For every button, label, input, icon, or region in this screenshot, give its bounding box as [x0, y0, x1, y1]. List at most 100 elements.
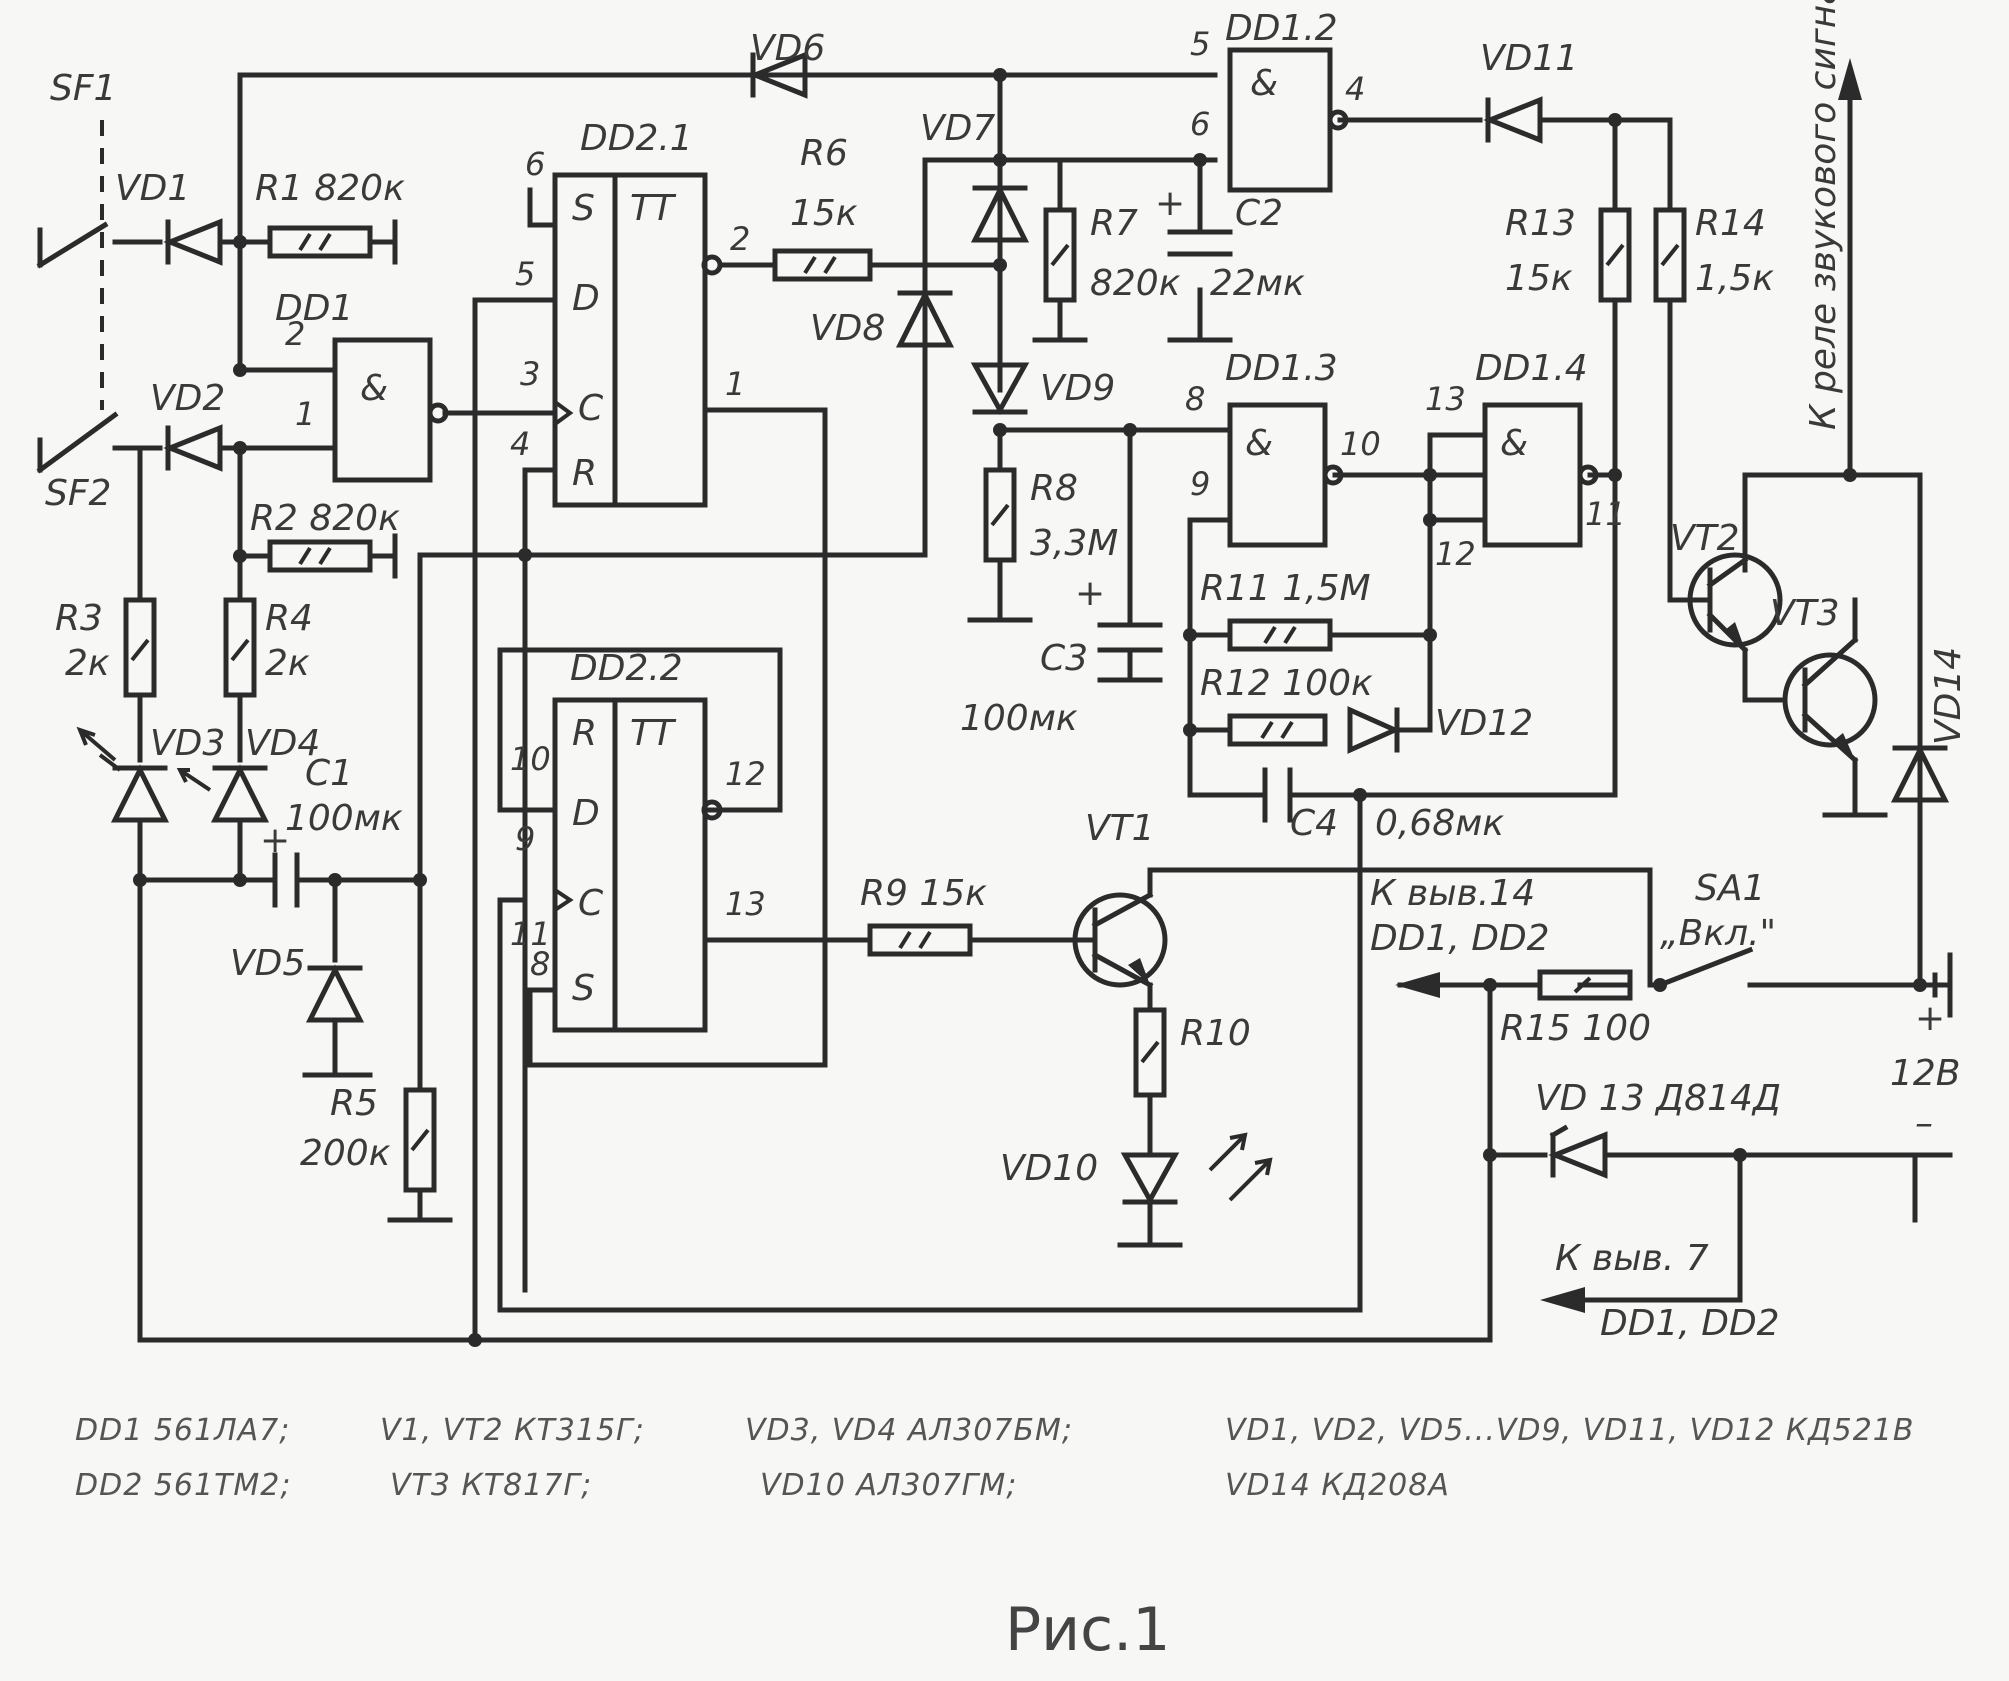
component-labels: SF1 SF2 VD1 R1 820к VD2 R2 820к R3 2к R4…: [45, 0, 1969, 1344]
label-dd1-and: &: [360, 368, 388, 409]
dd22-tt: TT: [630, 713, 677, 754]
label-dd13: DD1.3: [1225, 348, 1338, 389]
label-r11: R11 1,5М: [1200, 568, 1371, 609]
label-dd21: DD2.1: [580, 118, 693, 159]
diode-vd7: [970, 184, 1030, 243]
resistor-r6: [772, 248, 873, 282]
battery-terminal: [1932, 952, 1953, 1018]
label-r7: R7: [1090, 203, 1138, 244]
label-c3-value: 100мк: [960, 698, 1078, 739]
label-r15: R15 100: [1500, 1008, 1651, 1049]
transistor-vt1: [1072, 892, 1168, 988]
pin-dd21-2: 2: [730, 220, 750, 258]
diode-vd2: [163, 424, 223, 472]
led-vd4: [210, 764, 270, 823]
label-sa1: SA1: [1695, 868, 1765, 909]
pin-dd12-6: 6: [1190, 105, 1210, 143]
resistor-r8: [983, 467, 1017, 563]
label-r7-value: 820к: [1090, 263, 1181, 304]
pin-dd22-10: 10: [510, 740, 551, 778]
resistor-r7: [1043, 207, 1077, 303]
label-vd14: VD14: [1928, 647, 1969, 745]
capacitor-c2: [1167, 229, 1233, 257]
label-dd1: DD1: [275, 288, 353, 329]
label-sf1: SF1: [50, 68, 116, 109]
label-vt1: VT1: [1085, 808, 1155, 849]
label-vt2: VT2: [1670, 518, 1740, 559]
transistor-vt2: [1687, 552, 1783, 648]
pin-dd1-1: 1: [295, 395, 315, 433]
label-dd22: DD2.2: [570, 648, 683, 689]
label-vd11: VD11: [1480, 38, 1578, 79]
figure-caption: Рис.1: [1005, 1595, 1170, 1665]
pin-dd14-12: 12: [1435, 535, 1476, 573]
label-relay: К реле звукового сигнала: [1803, 0, 1844, 430]
label-r5-value: 200к: [300, 1133, 391, 1174]
dd21-d: D: [572, 278, 600, 319]
label-vd2: VD2: [150, 378, 225, 419]
label-r9: R9 15к: [860, 873, 987, 914]
label-dd14-and: &: [1500, 423, 1528, 464]
label-c2-value: 22мк: [1210, 263, 1305, 304]
label-r5: R5: [330, 1083, 378, 1124]
label-vd5: VD5: [230, 943, 305, 984]
parts-list: DD1 561ЛА7; V1, VT2 КТ315Г; VD3, VD4 АЛ3…: [75, 1413, 1914, 1503]
pin-dd21-3: 3: [520, 355, 540, 393]
label-sf2: SF2: [45, 473, 111, 514]
capacitor-c4: [1262, 767, 1293, 823]
label-vd13: VD 13 Д814Д: [1535, 1078, 1781, 1119]
pin-dd22-12: 12: [725, 755, 766, 793]
label-c4-value: 0,68мк: [1375, 803, 1504, 844]
diode-vd9: [970, 362, 1030, 416]
pin-dd14-13: 13: [1425, 380, 1466, 418]
resistor-r11: [1227, 618, 1333, 652]
label-vd10: VD10: [1000, 1148, 1098, 1189]
label-dd14: DD1.4: [1475, 348, 1588, 389]
resistor-r4: [223, 597, 257, 698]
note-vd14: VD14 КД208А: [1225, 1468, 1450, 1503]
switches: [36, 221, 1953, 1018]
label-vd1: VD1: [115, 168, 190, 209]
pin-dd22-11: 11: [510, 915, 551, 953]
label-vd6: VD6: [750, 28, 825, 69]
note-diodes: VD1, VD2, VD5...VD9, VD11, VD12 КД521В: [1225, 1413, 1914, 1448]
label-r10: R10: [1180, 1013, 1251, 1054]
label-r8: R8: [1030, 468, 1078, 509]
pin-dd1-2: 2: [285, 315, 305, 353]
capacitor-c1: [272, 852, 300, 908]
label-vd7: VD7: [920, 108, 995, 149]
diodes: [76, 51, 1950, 1206]
label-dd12: DD1.2: [1225, 8, 1338, 49]
label-c2: C2: [1235, 193, 1283, 234]
pin-dd21-5: 5: [515, 255, 535, 293]
label-r2: R2 820к: [250, 498, 400, 539]
label-c1: C1: [305, 753, 353, 794]
resistor-r12: [1227, 713, 1328, 747]
note-vd3-vd4: VD3, VD4 АЛ307БМ;: [745, 1413, 1073, 1448]
flipflop-dd21: [552, 172, 708, 508]
label-vd9: VD9: [1040, 368, 1115, 409]
transistor-vt3: [1782, 652, 1878, 748]
label-c1-value: 100мк: [285, 798, 403, 839]
label-battery-minus: –: [1915, 1103, 1933, 1144]
resistor-r9: [867, 923, 973, 957]
zener-vd13: [1548, 1131, 1608, 1179]
diode-vd12: [1347, 706, 1402, 754]
note-dd2: DD2 561ТМ2;: [75, 1468, 292, 1503]
pin-dd13-10: 10: [1340, 425, 1381, 463]
label-r4-value: 2к: [265, 643, 310, 684]
pin-dd21-1: 1: [725, 365, 745, 403]
label-r4: R4: [265, 598, 313, 639]
capacitor-c3: [1097, 622, 1163, 653]
label-r3-value: 2к: [65, 643, 110, 684]
dd22-d: D: [572, 793, 600, 834]
label-pwr7-a: К выв. 7: [1555, 1238, 1709, 1279]
label-r14: R14: [1695, 203, 1766, 244]
diode-vd6: [748, 51, 808, 99]
pin-dd12-4: 4: [1345, 70, 1365, 108]
flipflop-dd22: [552, 697, 708, 1033]
label-vd3: VD3: [150, 723, 225, 764]
label-dd13-and: &: [1245, 423, 1273, 464]
label-r13-value: 15к: [1505, 258, 1573, 299]
label-vt3: VT3: [1770, 593, 1840, 634]
